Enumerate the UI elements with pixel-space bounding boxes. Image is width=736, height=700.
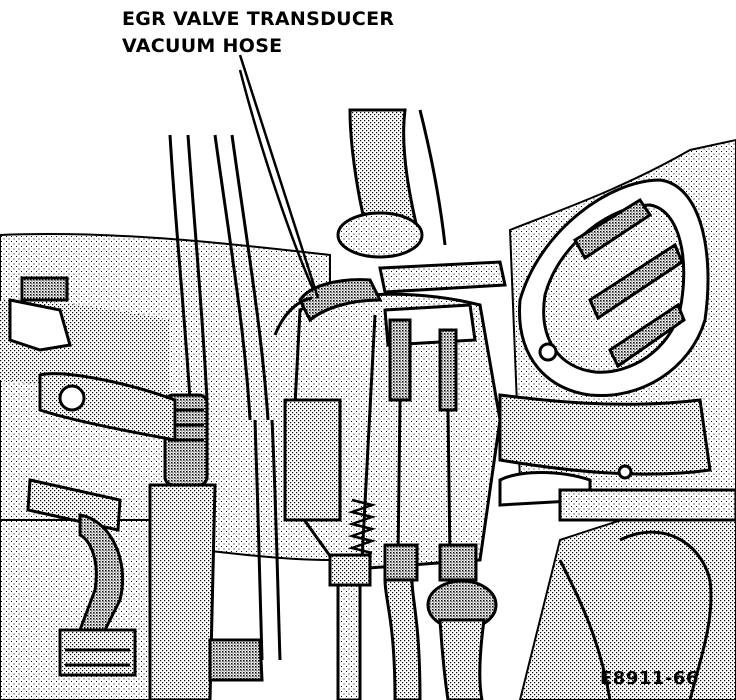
callout-line-2: VACUUM HOSE	[122, 35, 283, 57]
left-bracket	[8, 276, 177, 532]
callout-leader	[238, 54, 320, 299]
vertical-cables	[168, 69, 320, 661]
egr-hose-callout: EGR VALVE TRANSDUCER VACUUM HOSE	[122, 6, 394, 60]
return-spring	[347, 498, 377, 555]
lower-right-fitting	[558, 530, 713, 700]
throttle-body	[498, 178, 736, 522]
upper-hose	[336, 108, 447, 259]
callout-line-1: EGR VALVE TRANSDUCER	[122, 8, 395, 30]
figure-code: E8911-66	[600, 668, 699, 689]
lower-left-clip	[58, 513, 137, 677]
cable-ends	[328, 543, 498, 700]
